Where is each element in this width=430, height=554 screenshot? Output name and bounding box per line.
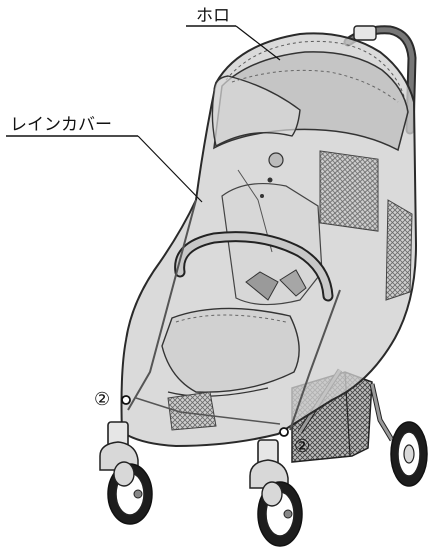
attachment-point-right [279, 427, 289, 437]
canopy-hinge [268, 152, 284, 168]
rear-wheel [390, 421, 428, 487]
side-mesh [385, 199, 413, 301]
rain-cover-label-text: レインカバー [10, 115, 112, 135]
attachment-point-left [121, 395, 131, 405]
leg-rest [161, 307, 300, 397]
rain-cover-label: レインカバー [6, 115, 203, 203]
callout-2-right: ② [294, 436, 310, 457]
hood [211, 51, 409, 152]
front-frame [127, 199, 341, 431]
harness-buckle [245, 271, 279, 301]
seat-back-mesh [319, 150, 379, 232]
hood-label: ホロ [186, 6, 281, 61]
front-mesh [167, 391, 217, 431]
bumper-bar [174, 231, 334, 302]
fold-button [353, 25, 377, 41]
callout-2-left-text: ② [94, 389, 110, 410]
callout-2-right-text: ② [294, 436, 310, 457]
callout-2-left: ② [94, 389, 110, 410]
hood-label-text: ホロ [196, 6, 230, 26]
front-right-wheel-assembly [249, 439, 303, 547]
front-left-wheel-assembly [99, 421, 153, 525]
handlebar [343, 25, 417, 135]
